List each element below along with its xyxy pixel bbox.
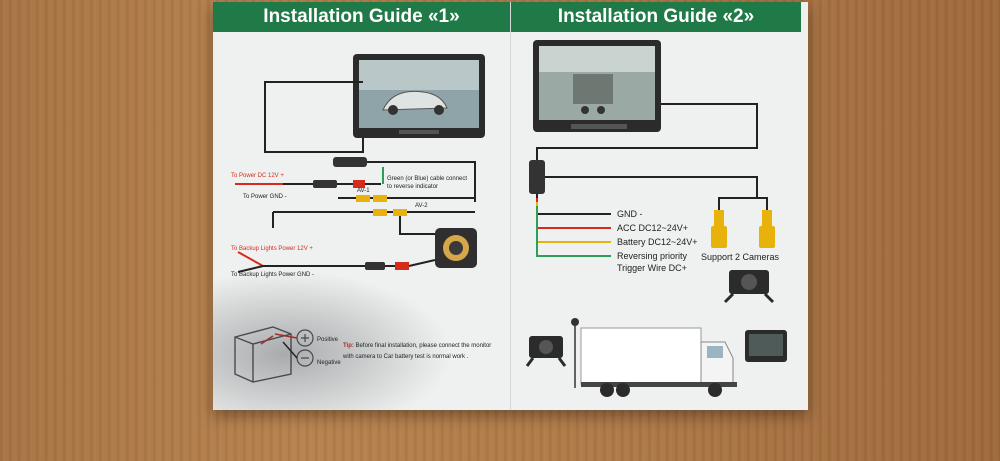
backup-12v-label: To Backup Lights Power 12V + [231, 246, 313, 252]
gnd-label: GND - [617, 209, 643, 219]
av2-label: AV-2 [415, 203, 428, 209]
av1-plug [356, 195, 370, 202]
wiring-diagram-1: To Power DC 12V + To Power GND - Green (… [231, 54, 491, 383]
cab-monitor-icon [745, 330, 787, 362]
positive-label: Positive [317, 337, 339, 343]
av1-label: AV-1 [357, 188, 370, 194]
truck-icon [580, 327, 737, 397]
power-gnd-label: To Power GND - [243, 194, 287, 200]
reversing-label-2: Trigger Wire DC+ [617, 263, 687, 273]
av2-plug [373, 209, 387, 216]
installation-guide-page-1: Installation Guide «1» [213, 2, 511, 410]
reverse-indicator-label: to reverse indicator [387, 184, 438, 190]
reversing-label-1: Reversing priority [617, 251, 688, 261]
rear-camera-icon [435, 228, 477, 268]
battery-wire [536, 202, 611, 243]
power-12v-label: To Power DC 12V + [231, 173, 284, 179]
monitor-icon [353, 54, 485, 138]
green-wire-label: Green (or Blue) cable connect [387, 176, 467, 182]
backup-red-wire [237, 251, 264, 267]
monitor-connector [333, 157, 367, 167]
gnd-wire [536, 194, 611, 215]
installation-guide-page-2: Installation Guide «2» [511, 2, 808, 410]
battery-icon [234, 326, 292, 383]
page-1-title: Installation Guide «1» [213, 2, 510, 32]
negative-label: Negative [317, 360, 341, 366]
battery-label: Battery DC12~24V+ [617, 237, 698, 247]
tip-line-1: Tip: Before final installation, please c… [343, 343, 491, 349]
installation-booklet: Installation Guide «1» [213, 2, 808, 410]
wire-harness-connector [529, 160, 545, 194]
rca-plug-icon [759, 210, 775, 248]
page-2-title: Installation Guide «2» [511, 2, 801, 32]
rca-plug-icon [711, 210, 727, 248]
support-cameras-label: Support 2 Cameras [701, 252, 780, 262]
tip-line-2: with camera to Car battery test is norma… [342, 354, 469, 360]
monitor-icon [533, 40, 661, 132]
rear-camera-icon [723, 270, 775, 304]
acc-label: ACC DC12~24V+ [617, 223, 688, 233]
wiring-diagram-2: GND - ACC DC12~24V+ Battery DC12~24V+ Re… [525, 40, 787, 397]
backup-gnd-label: To Backup Lights Power GND - [231, 272, 314, 278]
trigger-wire [536, 206, 611, 257]
truck-camera-icon [525, 336, 567, 367]
